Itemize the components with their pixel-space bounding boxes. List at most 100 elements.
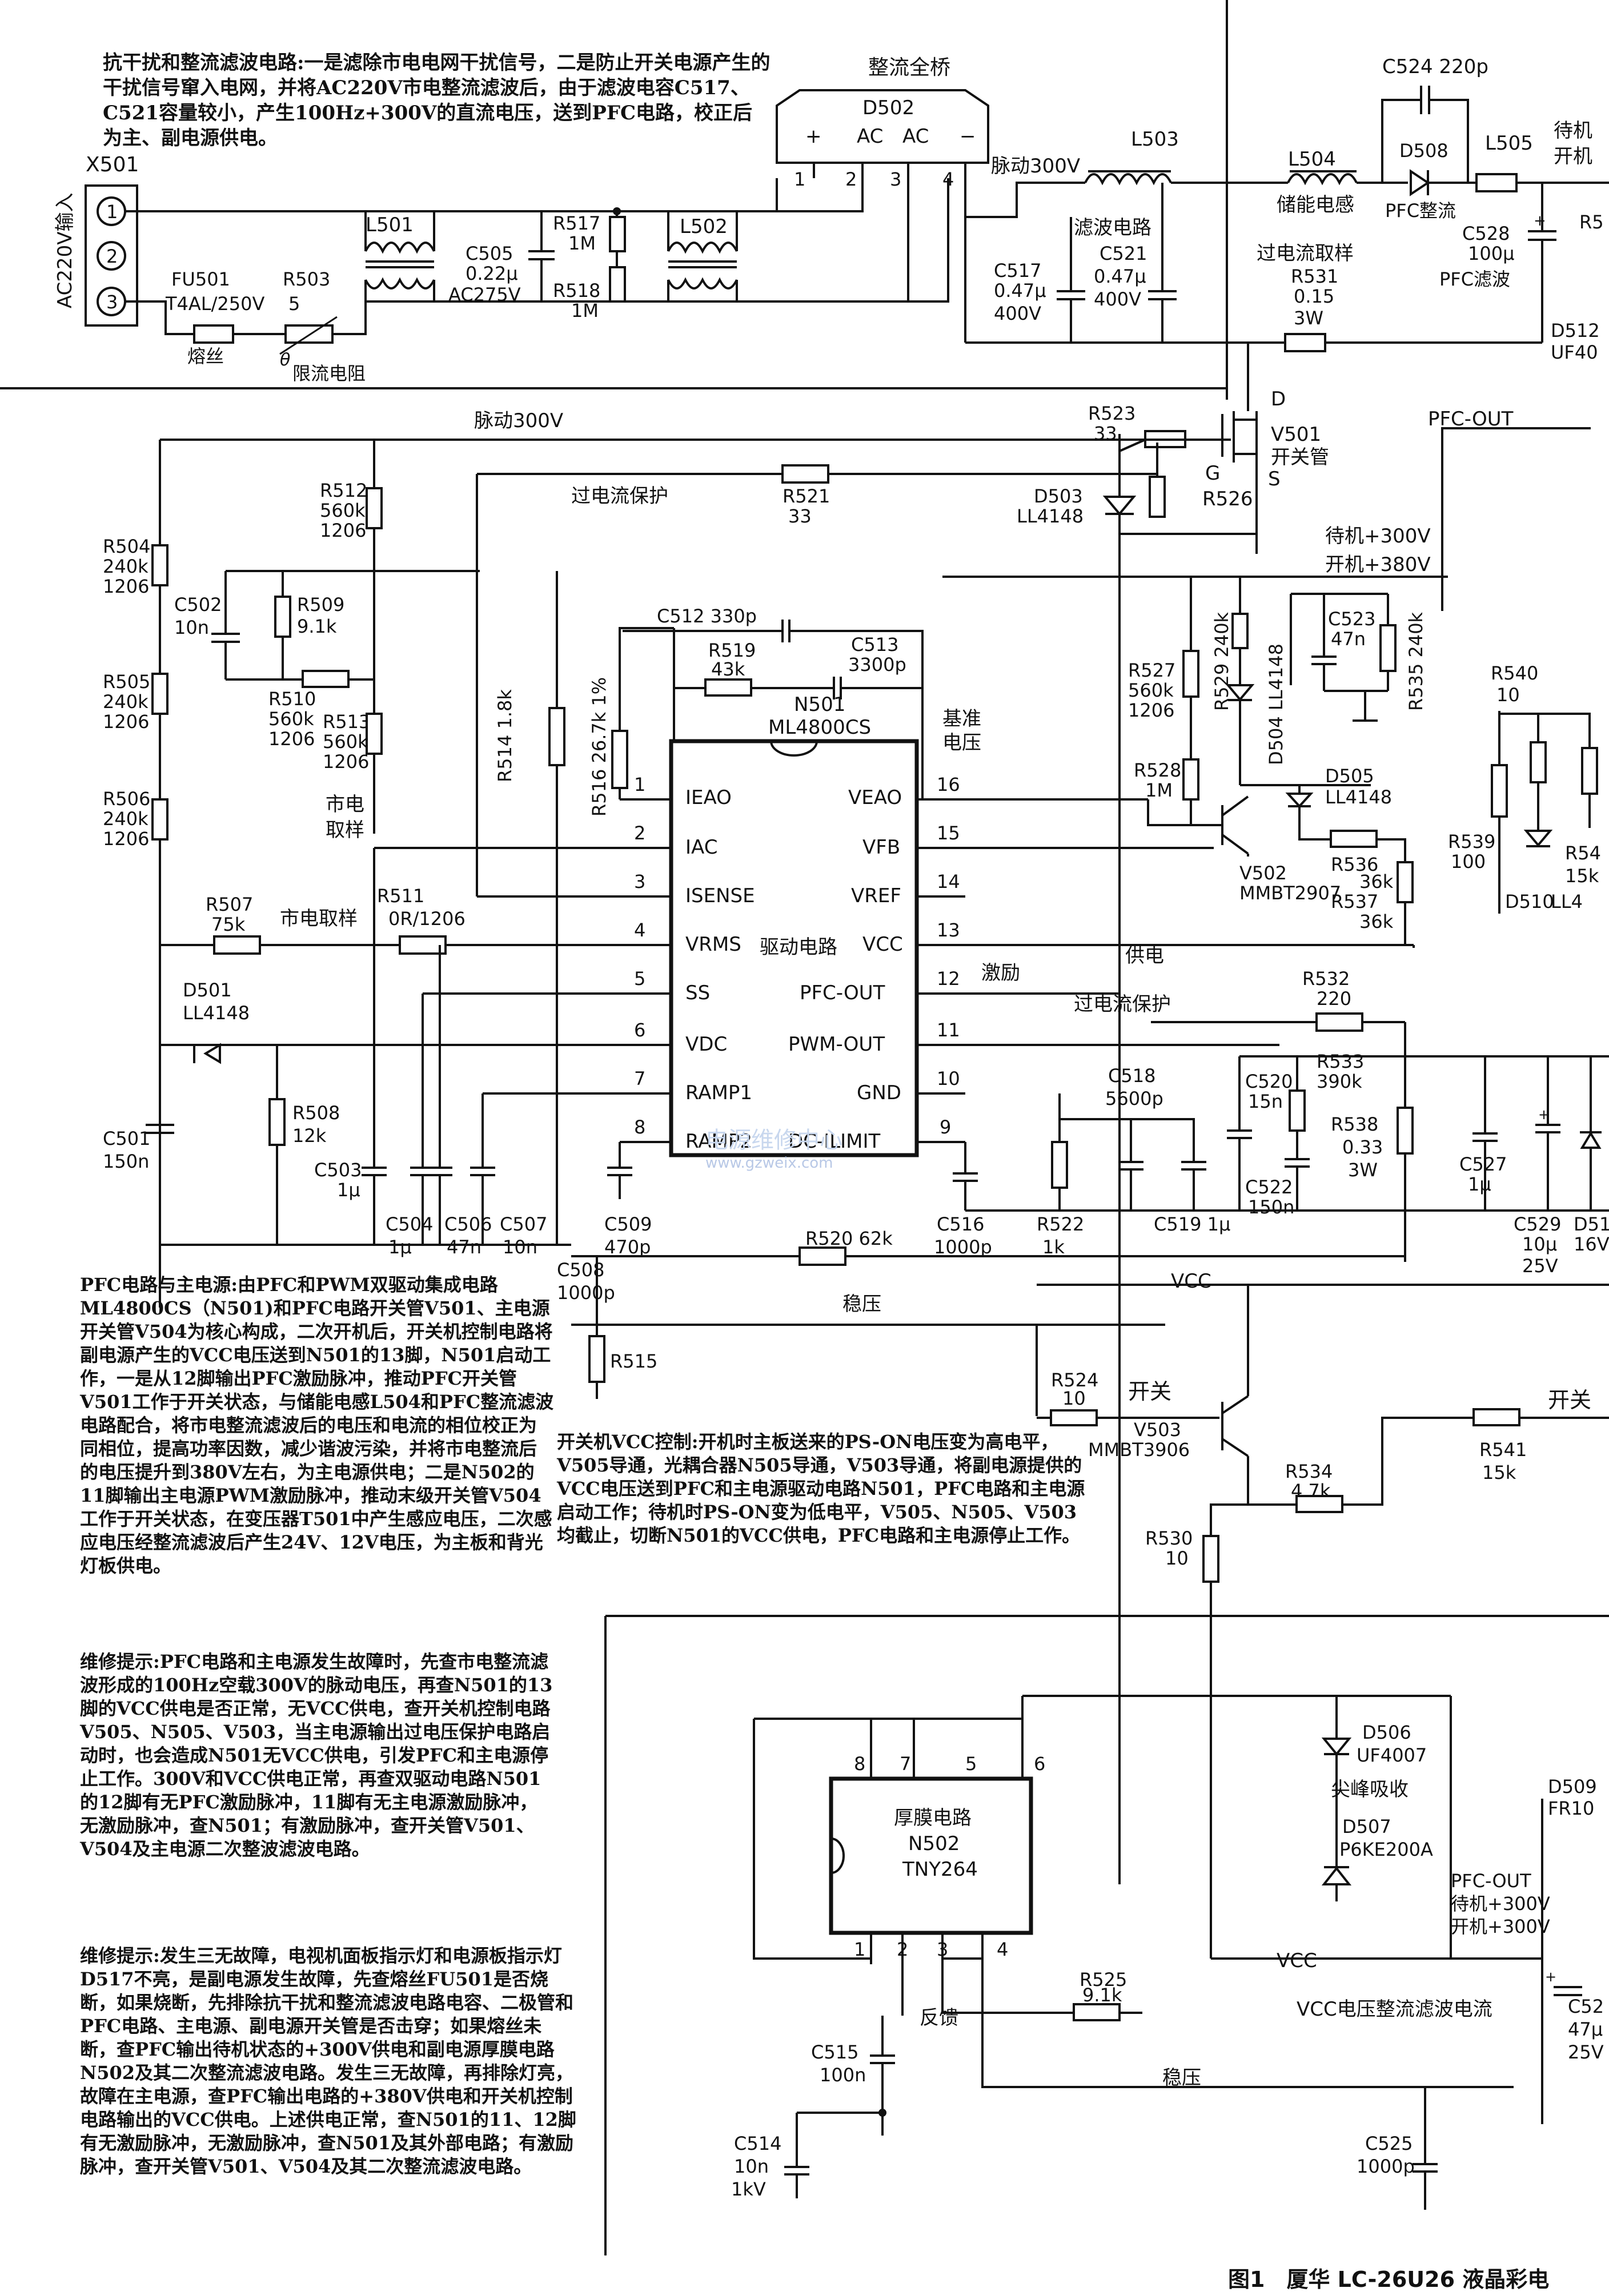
svg-text:13: 13 (937, 919, 960, 941)
svg-text:1μ: 1μ (1468, 1173, 1491, 1195)
wire (125, 178, 778, 212)
svg-text:VEAO: VEAO (848, 786, 902, 809)
capacitor-c529: + C529 10μ 25V (1514, 1056, 1561, 1277)
svg-text:36k: 36k (1359, 911, 1394, 932)
svg-text:1k: 1k (1042, 1236, 1065, 1258)
svg-text:25V: 25V (1522, 1255, 1558, 1277)
svg-text:IAC: IAC (685, 836, 717, 859)
capacitor-c520: C520 15n (1227, 1056, 1293, 1211)
svg-text:PFC-OUT: PFC-OUT (1451, 1870, 1531, 1892)
svg-text:4: 4 (634, 919, 645, 941)
svg-text:9: 9 (940, 1116, 951, 1138)
resistor-r508 (268, 1098, 286, 1146)
svg-text:稳压: 稳压 (1162, 2066, 1201, 2089)
wire (1119, 439, 1146, 452)
svg-text:驱动电路: 驱动电路 (760, 936, 837, 959)
svg-text:DC-ILIMIT: DC-ILIMIT (788, 1130, 881, 1153)
svg-text:开机: 开机 (1554, 145, 1592, 168)
diode-d510: D510 LL4 (1505, 782, 1583, 912)
svg-text:47n: 47n (447, 1236, 482, 1258)
resistor-r533 (1289, 1089, 1306, 1132)
diode-d505: D505 LL4148 (1285, 765, 1392, 808)
thermistor-slash (279, 316, 338, 355)
svg-text:储能电感: 储能电感 (1277, 194, 1354, 216)
svg-text:16: 16 (937, 774, 960, 795)
svg-text:240k: 240k (103, 556, 149, 577)
svg-text:C504: C504 (386, 1213, 433, 1235)
svg-text:1M: 1M (1145, 779, 1173, 801)
svg-text:R535 240k: R535 240k (1405, 612, 1427, 711)
svg-text:2: 2 (845, 168, 857, 190)
svg-text:3: 3 (890, 168, 901, 190)
svg-text:C509: C509 (604, 1213, 652, 1235)
svg-text:1206: 1206 (103, 828, 149, 850)
wire (125, 300, 194, 335)
capacitor-c516: C516 1000p (934, 1142, 992, 1258)
resistor-r539 (1491, 764, 1508, 818)
svg-text:PFC-OUT: PFC-OUT (800, 982, 885, 1004)
svg-text:AC: AC (902, 125, 929, 148)
svg-text:D512: D512 (1551, 320, 1600, 341)
transistor-v502: V502 MMBT2907 (1191, 795, 1341, 904)
svg-text:取样: 取样 (326, 819, 364, 842)
capacitor-c52x: + C52 47μ 25V (1545, 1969, 1604, 2063)
connector-pin-2: 2 (97, 241, 126, 271)
wire (1377, 838, 1406, 862)
wire (1498, 711, 1591, 715)
wire (1441, 427, 1591, 611)
svg-text:MMBT2907: MMBT2907 (1239, 882, 1341, 904)
svg-text:+: + (805, 125, 822, 148)
capacitor-c525: C525 1000p (1357, 2087, 1438, 2210)
svg-text:10n: 10n (503, 1236, 537, 1258)
wire (964, 178, 1085, 218)
svg-text:VCC电压整流滤波电流: VCC电压整流滤波电流 (1297, 1998, 1492, 2021)
svg-text:V503: V503 (1134, 1419, 1181, 1441)
svg-text:R526: R526 (1202, 488, 1253, 510)
svg-text:9.1k: 9.1k (297, 616, 337, 637)
resistor-r513: R513 560k 1206 (323, 711, 383, 773)
svg-text:G: G (1205, 462, 1220, 485)
resistor-r518: R518 1M (553, 251, 626, 321)
ic-n502: 厚膜电路 N502 TNY264 8 7 5 6 1 2 3 4 (829, 1713, 1045, 2016)
svg-text:C502: C502 (174, 594, 222, 616)
svg-text:15n: 15n (1248, 1091, 1283, 1112)
svg-text:厚膜电路: 厚膜电路 (894, 1807, 972, 1829)
svg-text:0.22μ: 0.22μ (466, 263, 518, 284)
resistor-r512: R512 560k 1206 (320, 480, 383, 541)
svg-text:−: − (960, 125, 976, 148)
svg-text:0.47μ: 0.47μ (1094, 266, 1146, 287)
resistor-r535 (1379, 624, 1397, 672)
inductor-l501: L501 (364, 211, 435, 301)
svg-text:整流全桥: 整流全桥 (868, 56, 950, 79)
inductor-l505: L505 (1475, 132, 1533, 192)
svg-text:θ: θ (280, 350, 290, 370)
resistor-r504: R504 240k 1206 (103, 536, 168, 597)
svg-text:0.33: 0.33 (1342, 1136, 1383, 1158)
svg-text:UF40: UF40 (1551, 341, 1598, 363)
svg-text:390k: 390k (1317, 1071, 1362, 1092)
svg-text:LL4148: LL4148 (183, 1002, 250, 1024)
svg-text:LL4: LL4 (1551, 891, 1583, 912)
svg-text:560k: 560k (1128, 679, 1174, 701)
svg-text:5: 5 (965, 1753, 977, 1775)
svg-text:C513: C513 (851, 634, 898, 656)
svg-text:PWM-OUT: PWM-OUT (788, 1033, 885, 1056)
svg-text:C518: C518 (1108, 1065, 1155, 1087)
svg-text:R533: R533 (1317, 1051, 1364, 1072)
svg-text:5: 5 (634, 968, 645, 990)
note-pfc-main: PFC电路与主电源:由PFC和PWM双驱动集成电路ML4800CS（N501)和… (80, 1274, 554, 1577)
svg-text:滤波电路: 滤波电路 (1074, 216, 1151, 239)
svg-text:C505: C505 (466, 243, 513, 264)
svg-text:R523: R523 (1088, 403, 1135, 424)
svg-text:1206: 1206 (268, 728, 315, 750)
svg-text:D503: D503 (1034, 485, 1083, 507)
resistor-r519 (704, 678, 752, 697)
svg-text:10μ: 10μ (1522, 1233, 1557, 1255)
svg-text:C515: C515 (811, 2041, 858, 2063)
svg-text:C517: C517 (994, 260, 1041, 282)
svg-text:2: 2 (634, 822, 645, 844)
capacitor-c519: C519 1μ (1154, 1161, 1230, 1235)
svg-text:8: 8 (634, 1116, 645, 1138)
svg-text:10: 10 (937, 1068, 960, 1089)
svg-text:8: 8 (854, 1753, 865, 1775)
